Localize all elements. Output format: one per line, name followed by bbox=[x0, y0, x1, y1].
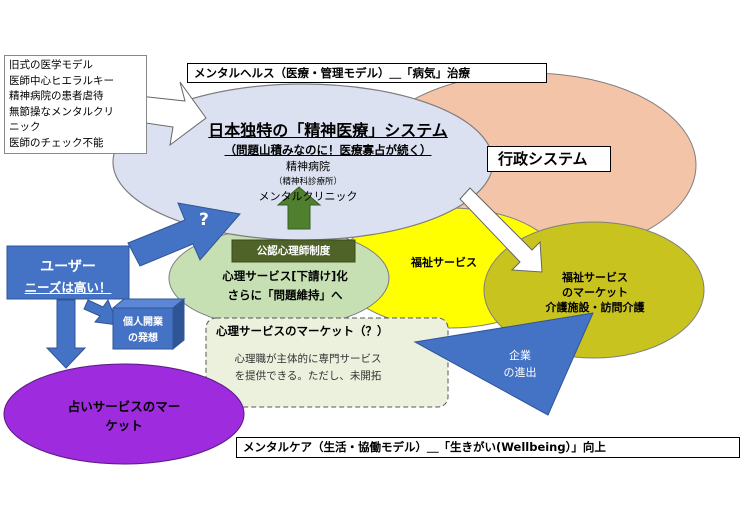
welfare-market-line: のマーケット bbox=[562, 286, 628, 299]
diagonal-outline-arrow bbox=[459, 187, 543, 273]
private-practice-top bbox=[111, 298, 186, 309]
user-box bbox=[6, 245, 130, 300]
private-practice-line2: の発想 bbox=[128, 333, 158, 344]
welfare-market-label: 福祉サービス のマーケット 介護施設・訪問介護 bbox=[525, 270, 665, 315]
market-line1: 心理職が主体的に専門サービス bbox=[234, 353, 382, 365]
market-line2: を提供できる。ただし、未開拓 bbox=[234, 370, 382, 382]
psychiatric-subtitle: （問題山積みなのに！医療寡占が続く） bbox=[224, 143, 432, 157]
problem-line: 医師中心ヒエラルキー bbox=[9, 74, 114, 87]
small-arrow bbox=[83, 298, 119, 326]
question-mark: ? bbox=[199, 210, 209, 230]
psych-badge-bg bbox=[231, 239, 356, 263]
corporate-triangle bbox=[413, 312, 594, 416]
corporate-line1: 企業 bbox=[509, 349, 531, 362]
market-title: 心理サービスのマーケット（？） bbox=[216, 324, 389, 338]
up-arrow bbox=[276, 186, 322, 230]
problem-line: 医師のチェック不能 bbox=[9, 136, 104, 149]
corporate-line2: の進出 bbox=[503, 366, 537, 379]
private-practice-front bbox=[112, 307, 174, 350]
bottom-banner: メンタルケア（生活・協働モデル）＿「生きがい(Wellbeing）」向上 bbox=[236, 437, 740, 458]
psych-badge: 公認心理師制度 bbox=[256, 245, 331, 257]
fortune-line2: ケット bbox=[105, 418, 143, 433]
psych-service-line1: 心理サービス[下請け]化 bbox=[222, 269, 348, 283]
problem-line: 旧式の医学モデル bbox=[9, 59, 93, 71]
top-banner: メンタルヘルス（医療・管理モデル）＿「病気」治療 bbox=[187, 63, 547, 83]
down-arrow bbox=[45, 299, 87, 369]
psych-service-line2: さらに「問題維持」へ bbox=[227, 288, 343, 302]
user-line2: ニーズは高い！ bbox=[24, 280, 112, 295]
psychiatric-title: 日本独特の「精神医療」システム bbox=[208, 121, 448, 140]
welfare-market-line: 福祉サービス bbox=[562, 271, 628, 284]
welfare-label: 福祉サービス bbox=[411, 256, 477, 269]
problem-line: 精神病院の患者虐待 bbox=[9, 90, 104, 102]
problem-line: ニック bbox=[9, 121, 41, 133]
psychiatric-clinic-small: （精神科診療所） bbox=[273, 177, 342, 187]
market-box bbox=[205, 317, 449, 408]
fortune-line1: 占いサービスのマー bbox=[67, 399, 181, 414]
admin-label: 行政システム bbox=[487, 146, 611, 172]
user-arrow bbox=[127, 202, 241, 267]
problem-line: 無節操なメンタルクリ bbox=[9, 105, 114, 118]
private-practice-line1: 個人開業 bbox=[123, 317, 163, 328]
fortune-ellipse bbox=[3, 363, 245, 465]
psychiatric-hospital: 精神病院 bbox=[286, 160, 330, 173]
private-practice-side bbox=[172, 297, 185, 351]
psychiatric-clinic: メンタルクリニック bbox=[258, 190, 358, 203]
welfare-market-line: 介護施設・訪問介護 bbox=[545, 301, 645, 314]
problems-box: 旧式の医学モデル 医師中心ヒエラルキー 精神病院の患者虐待 無節操なメンタルクリ… bbox=[4, 55, 147, 154]
user-line1: ユーザー bbox=[40, 259, 96, 275]
